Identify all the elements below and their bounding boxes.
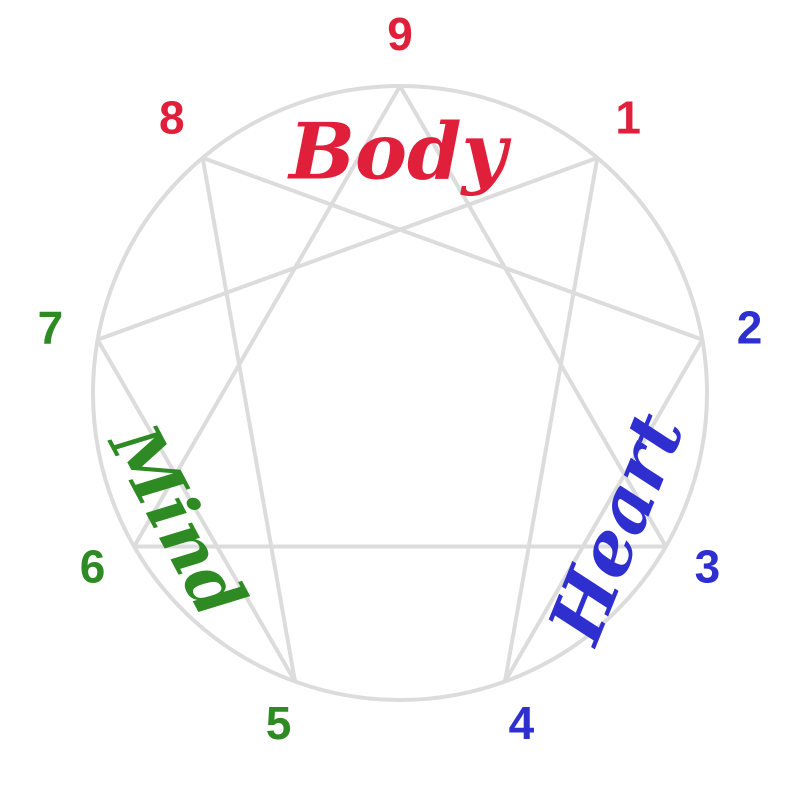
point-number-5: 5 bbox=[266, 697, 292, 749]
point-number-7: 7 bbox=[38, 302, 64, 354]
center-label-mind: Mind bbox=[92, 410, 262, 631]
point-number-9: 9 bbox=[387, 8, 413, 60]
point-number-1: 1 bbox=[615, 91, 641, 143]
hexad-star bbox=[95, 155, 705, 684]
center-label-body: Body bbox=[287, 107, 511, 198]
inner-triangle bbox=[132, 84, 668, 549]
point-number-4: 4 bbox=[509, 697, 535, 749]
point-number-6: 6 bbox=[80, 541, 106, 593]
point-number-3: 3 bbox=[695, 541, 721, 593]
point-number-8: 8 bbox=[159, 91, 185, 143]
point-numbers: 1 2 3 4 5 6 7 8 9 bbox=[38, 8, 763, 749]
point-number-2: 2 bbox=[737, 302, 763, 354]
